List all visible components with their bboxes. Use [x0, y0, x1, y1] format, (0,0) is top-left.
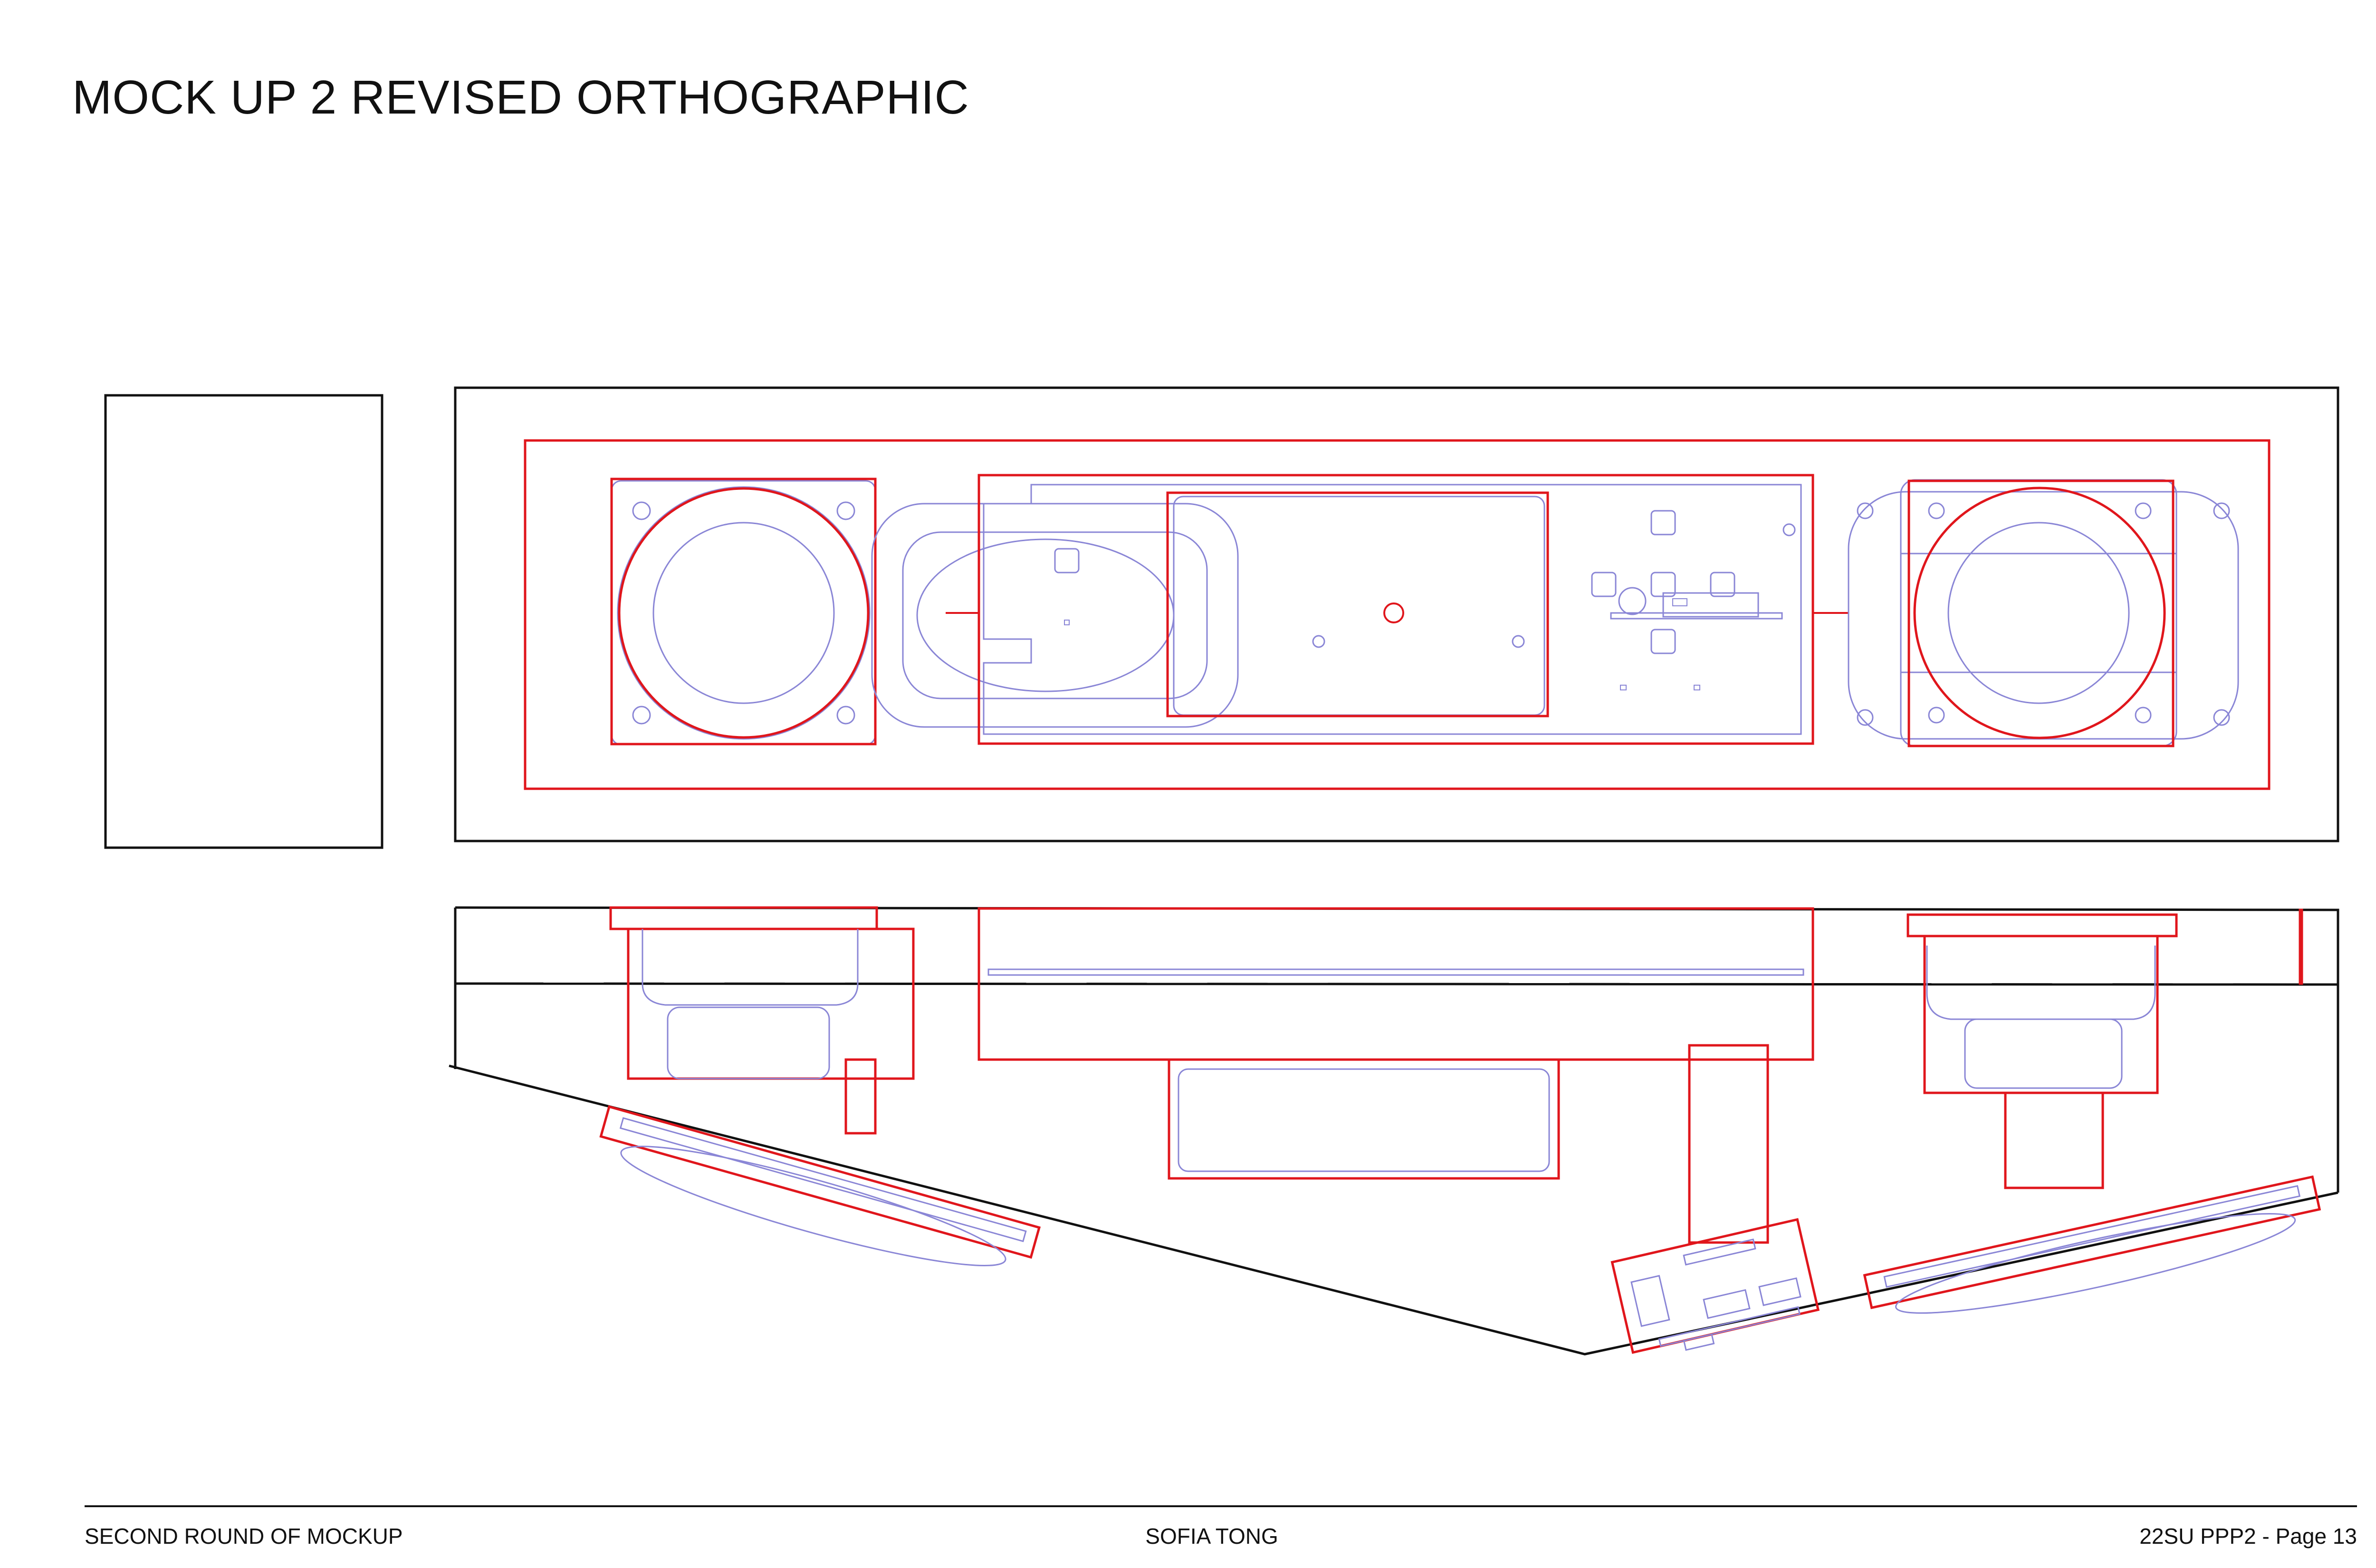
top-view [454, 386, 2339, 842]
footer-page-number: 22SU PPP2 - Page 13 [2139, 1524, 2357, 1549]
top-view-outline [454, 386, 2339, 842]
angled-base [449, 1064, 2338, 1356]
left-speaker-top [610, 478, 877, 746]
footer-left-text: SECOND ROUND OF MOCKUP [85, 1524, 403, 1549]
main-board-top [946, 474, 1849, 745]
footer-center-text: SOFIA TONG [1145, 1524, 1278, 1549]
left-oval-speaker [871, 503, 1239, 728]
page-title: MOCK UP 2 REVISED ORTHOGRAPHIC [72, 71, 969, 124]
top-view-inner-frame [524, 439, 2271, 790]
right-speaker-top [1848, 479, 2239, 747]
footer-divider [85, 1505, 2357, 1507]
front-view [449, 906, 2339, 1356]
side-view-outline [104, 394, 383, 849]
